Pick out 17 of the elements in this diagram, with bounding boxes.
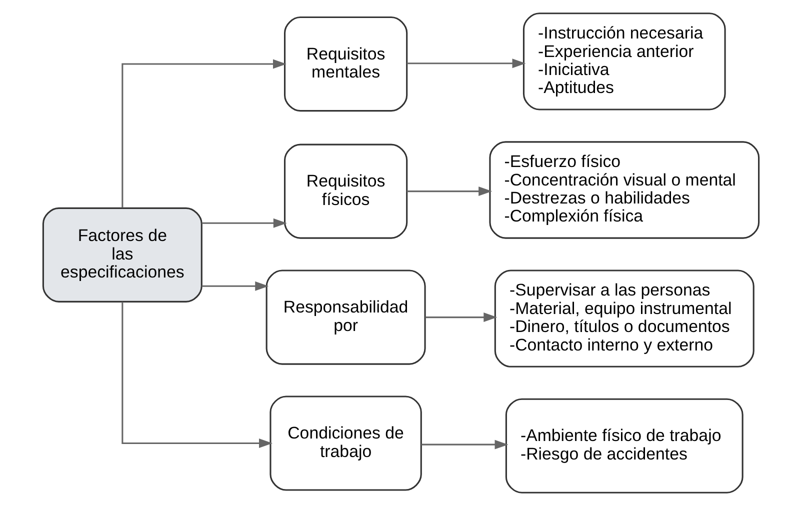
node-box: Requisitos mentales bbox=[284, 16, 408, 112]
arrow bbox=[406, 58, 526, 68]
node-box: Condiciones de trabajo bbox=[270, 396, 422, 491]
arrow bbox=[425, 312, 498, 322]
node-box: -Instrucción necesaria -Experiencia anterior -Iniciativa -Aptitudes bbox=[522, 12, 726, 110]
arrow bbox=[202, 281, 269, 291]
node-box: -Supervisar a las personas -Material, equipo instrumental -Dinero, títulos o documentos -Contacto interno y externo bbox=[494, 270, 754, 368]
node-box: Responsabilidad por bbox=[266, 270, 426, 365]
arrow bbox=[122, 59, 287, 208]
node-box: -Esfuerzo físico -Concentración visual o mental -Destrezas o habilidades -Complexión física bbox=[489, 141, 760, 239]
arrow bbox=[202, 218, 287, 228]
arrow bbox=[406, 186, 492, 196]
node-box: -Ambiente físico de trabajo -Riesgo de accidentes bbox=[505, 398, 744, 494]
arrow bbox=[421, 440, 508, 450]
node-box: Requisitos físicos bbox=[284, 144, 408, 239]
node-box: Factores de las especificaciones bbox=[42, 207, 202, 302]
arrow bbox=[122, 302, 273, 448]
